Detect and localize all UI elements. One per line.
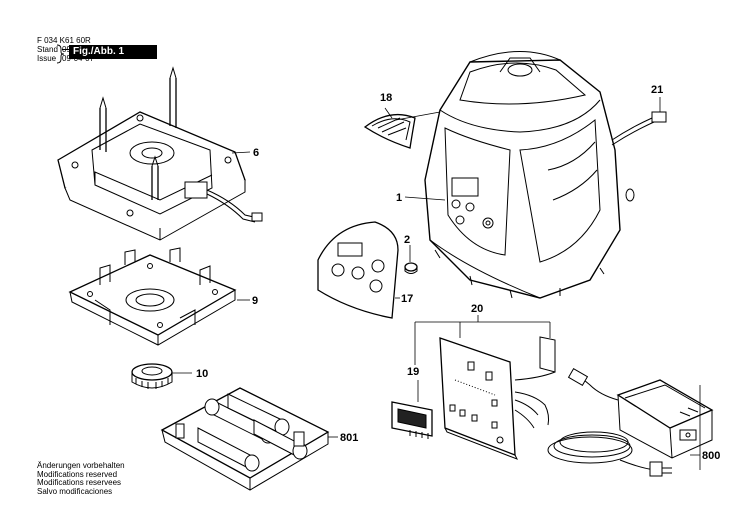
label-part-6: 6 — [253, 147, 259, 159]
label-part-1: 1 — [396, 192, 402, 204]
label-part-800: 800 — [702, 450, 720, 462]
label-part-2: 2 — [404, 234, 410, 246]
part-20-circuit-board — [439, 336, 556, 460]
part-800-charger — [547, 367, 714, 477]
footer-note: Modifications reservees — [37, 478, 122, 487]
issue-date: 09-04-07 — [62, 54, 95, 63]
brace-icon — [56, 44, 65, 64]
footer-note: Modifications reserved — [37, 469, 118, 479]
part-2-screw — [404, 262, 418, 274]
label-part-20: 20 — [471, 303, 483, 315]
label-part-10: 10 — [196, 368, 208, 380]
figure-label: Fig./Abb. 1 — [69, 45, 157, 59]
issue-label: Issue — [37, 54, 57, 63]
part-9-frame — [68, 247, 237, 346]
stand-label: Stand — [37, 45, 58, 54]
label-part-21: 21 — [651, 84, 663, 96]
footer-notes: Änderungen vorbehalten Modifications res… — [37, 461, 125, 496]
part-6-base-unit — [57, 66, 263, 241]
footer-note: Salvo modificaciones — [37, 486, 113, 496]
label-part-801: 801 — [340, 432, 358, 444]
part-10-gear-ring — [131, 363, 173, 389]
label-part-17: 17 — [401, 293, 413, 305]
part-17-keypad-foil — [317, 221, 399, 319]
label-part-9: 9 — [252, 295, 258, 307]
part-1-laser-housing — [424, 51, 667, 299]
part-801-battery-pack — [160, 387, 330, 491]
footer-note: Änderungen vorbehalten — [37, 461, 125, 470]
document-number: F 034 K61 60R — [37, 36, 91, 45]
part-19-display-module — [391, 401, 433, 439]
label-part-18: 18 — [380, 92, 392, 104]
leader-lines — [172, 97, 701, 470]
label-part-19: 19 — [407, 366, 419, 378]
part-18-lens-cover — [363, 113, 416, 149]
